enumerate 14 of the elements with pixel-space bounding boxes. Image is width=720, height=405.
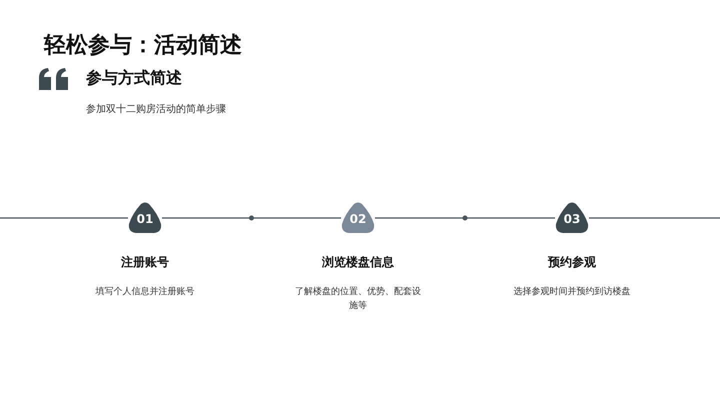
- step-number: 02: [350, 212, 366, 226]
- step-heading: 预约参观: [548, 254, 596, 271]
- step-number: 01: [136, 212, 154, 226]
- step-heading: 注册账号: [121, 254, 169, 271]
- step-description: 选择参观时间并预约到访楼盘: [512, 286, 632, 299]
- timeline-connector: [375, 217, 555, 219]
- step-number: 03: [564, 212, 580, 226]
- title: 轻松参与：活动简述: [44, 32, 242, 60]
- description: 参加双十二购房活动的简单步骤: [86, 102, 226, 116]
- step-heading: 浏览楼盘信息: [322, 254, 394, 271]
- step-description: 填写个人信息并注册账号: [94, 286, 196, 299]
- subtitle: 参与方式简述: [86, 68, 182, 89]
- timeline-connector: [162, 217, 341, 219]
- step-description: 了解楼盘的位置、优势、配套设施等: [294, 286, 422, 313]
